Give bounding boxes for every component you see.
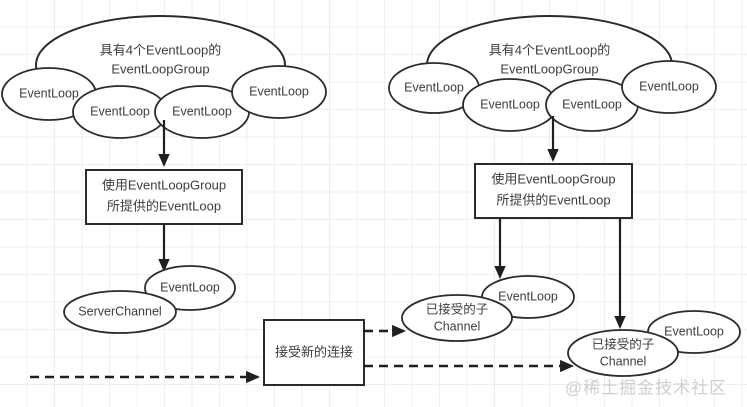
left-eventloop-3-label: EventLoop (172, 104, 232, 118)
child-a-channel-line1: 已接受的子 (426, 301, 489, 316)
right-eventloop-1-label: EventLoop (404, 80, 464, 94)
right-eventloop-2-label: EventLoop (480, 97, 540, 111)
child-a-channel-line2: Channel (434, 319, 481, 333)
left-group-cloud-label-line1: 具有4个EventLoop的 (100, 42, 221, 57)
right-group-cloud-label-line1: 具有4个EventLoop的 (489, 42, 610, 57)
left-eventloop-4[interactable] (231, 65, 327, 119)
right-eventloop-4[interactable] (621, 60, 717, 114)
child-b-channel-line1: 已接受的子 (592, 336, 655, 351)
child-a-channel[interactable] (401, 294, 513, 342)
server-channel-node[interactable] (63, 290, 177, 334)
watermark: @稀土掘金技术社区 (565, 378, 727, 397)
left-usage-box-line1: 使用EventLoopGroup (102, 177, 226, 192)
right-eventloop-4-label: EventLoop (639, 79, 699, 93)
right-eventloopgroup: 具有4个EventLoop的 EventLoopGroup EventLoop … (388, 15, 741, 377)
child-a-eventloop-label: EventLoop (498, 289, 558, 303)
child-b-channel-line2: Channel (600, 354, 647, 368)
accept-connection-flow: 接受新的连接 (30, 319, 575, 386)
child-b-channel[interactable] (567, 329, 679, 377)
accept-connection-box-label: 接受新的连接 (275, 344, 353, 359)
accept-connection-box[interactable] (263, 319, 365, 386)
left-group-cloud-label-line2: EventLoopGroup (111, 61, 209, 76)
right-eventloop-3-label: EventLoop (562, 97, 622, 111)
right-usage-box[interactable] (474, 163, 633, 219)
left-eventloopgroup: 具有4个EventLoop的 EventLoopGroup EventLoop … (1, 15, 327, 334)
left-usage-box-line2: 所提供的EventLoop (107, 198, 221, 213)
right-usage-box-line2: 所提供的EventLoop (496, 192, 610, 207)
right-usage-box-line1: 使用EventLoopGroup (491, 171, 615, 186)
left-eventloop-2-label: EventLoop (90, 104, 150, 118)
left-eventloop-1-label: EventLoop (19, 86, 79, 100)
left-eventloop-4-label: EventLoop (249, 84, 309, 98)
child-b-eventloop-label: EventLoop (664, 324, 724, 338)
right-group-cloud-label-line2: EventLoopGroup (500, 61, 598, 76)
left-assigned-eventloop[interactable] (144, 265, 236, 311)
server-channel-label: ServerChannel (78, 304, 161, 318)
left-assigned-eventloop-label: EventLoop (160, 280, 220, 294)
